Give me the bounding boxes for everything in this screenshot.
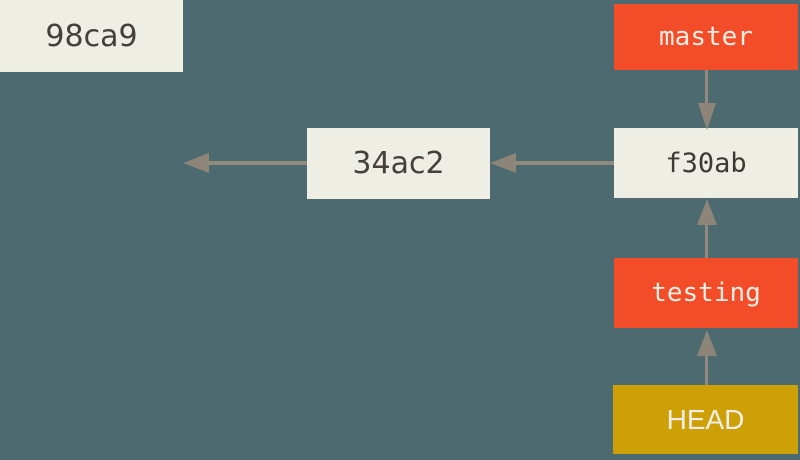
branch-label-master: master (614, 4, 798, 70)
arrow-shaft (705, 224, 708, 258)
branch-label-testing: testing (614, 258, 798, 328)
arrow-shaft (705, 355, 708, 385)
branch-name: testing (651, 278, 761, 308)
commit-hash-label: 34ac2 (352, 146, 445, 181)
arrowhead-up-icon (697, 199, 717, 225)
arrow-f30ab-to-34ac2 (490, 153, 614, 173)
commit-hash-label: 98ca9 (45, 18, 138, 54)
arrow-master-to-f30ab (697, 70, 717, 130)
arrow-shaft (514, 161, 614, 165)
arrow-34ac2-to-98ca9 (183, 153, 307, 173)
arrowhead-left-icon (183, 153, 209, 173)
commit-hash-label: f30ab (665, 147, 747, 179)
arrow-testing-to-f30ab (697, 199, 717, 258)
arrowhead-left-icon (490, 153, 516, 173)
arrow-shaft (207, 161, 307, 165)
branch-name: master (659, 22, 753, 52)
arrow-shaft (705, 70, 708, 104)
arrow-head-to-testing (697, 330, 717, 385)
commit-node-98ca9: 98ca9 (0, 0, 183, 72)
head-name: HEAD (666, 403, 745, 435)
head-label: HEAD (613, 385, 798, 454)
arrowhead-up-icon (697, 330, 717, 356)
arrowhead-down-icon (698, 103, 716, 130)
commit-node-f30ab: f30ab (614, 128, 798, 198)
commit-node-34ac2: 34ac2 (307, 128, 490, 199)
